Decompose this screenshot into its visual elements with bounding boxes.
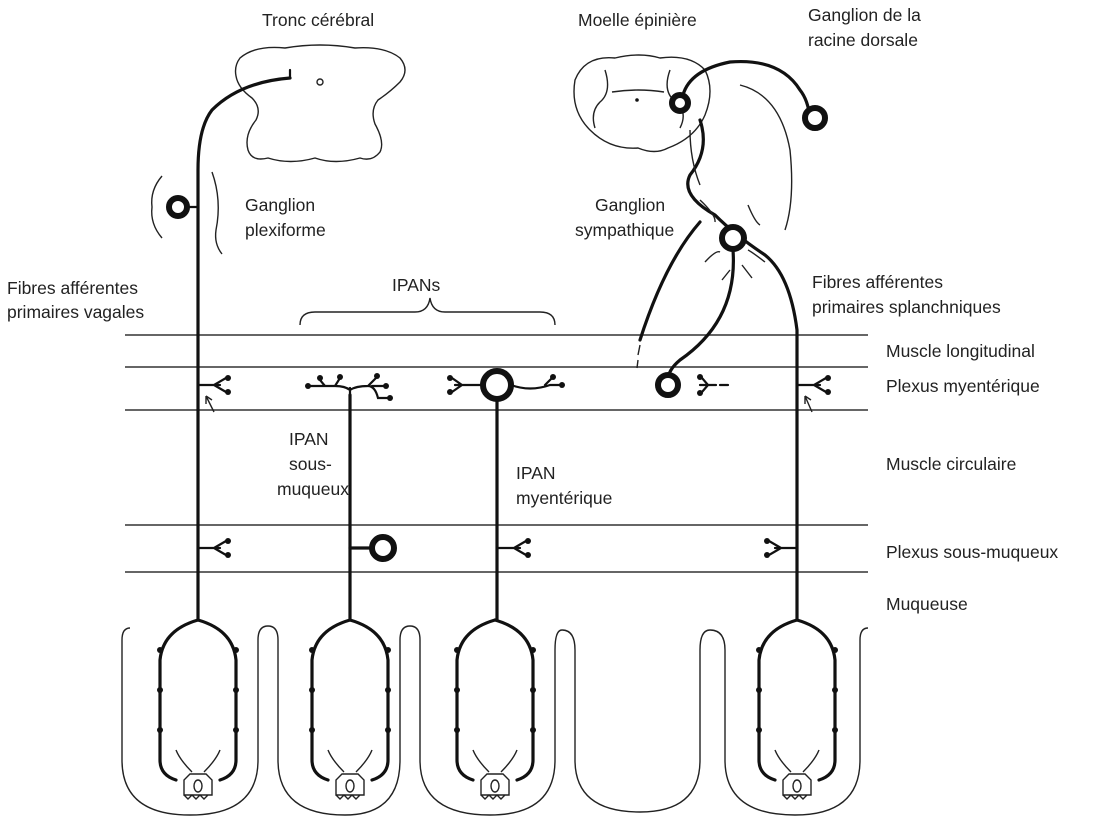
label-drg-line2: racine dorsale (808, 29, 918, 52)
terminal-splanchnic (756, 620, 838, 799)
plexiform-capsule-left (152, 176, 162, 238)
plexiform-ganglion-soma (169, 198, 187, 216)
submucosal-ipan-soma (372, 537, 394, 559)
terminal-myenteric-ipan (454, 620, 536, 799)
label-splanchnic-line1: Fibres afférentes (812, 271, 943, 294)
ipans-brace (300, 298, 555, 325)
label-brainstem: Tronc cérébral (262, 9, 374, 32)
knob (225, 389, 231, 395)
knob (225, 538, 231, 544)
knob (225, 552, 231, 558)
mucosal-terminals (157, 620, 838, 799)
label-myenteric-ipan-line1: IPAN (516, 462, 556, 485)
vagal-submucosal-ending (198, 541, 226, 555)
dorsal-root-sheath (740, 85, 792, 230)
label-submucosal-ipan-line1: IPAN (289, 428, 329, 451)
label-plexiform-line2: plexiforme (245, 219, 326, 242)
central-canal (635, 98, 639, 102)
dorsal-root-ganglion-soma (805, 108, 825, 128)
brainstem-canal (317, 79, 323, 85)
knob (225, 375, 231, 381)
label-sympathetic-line1: Ganglion (595, 194, 665, 217)
fiber-dashes (637, 345, 640, 368)
vagal-fiber (198, 78, 290, 620)
splanchnic-pathway (637, 62, 831, 620)
plexiform-capsule-right (212, 172, 222, 254)
myenteric-ipan-soma (483, 371, 511, 399)
vagal-myenteric-ending (198, 378, 226, 392)
label-plexiform-line1: Ganglion (245, 194, 315, 217)
label-circular-muscle: Muscle circulaire (886, 453, 1016, 476)
label-submucosal-ipan-line3: muqueux (277, 478, 349, 501)
label-mucosa: Muqueuse (886, 593, 968, 616)
myenteric-sympathetic-soma (658, 375, 678, 395)
label-longitudinal-muscle: Muscle longitudinal (886, 340, 1035, 363)
label-myenteric-plexus: Plexus myentérique (886, 375, 1040, 398)
label-spinal-cord: Moelle épinière (578, 9, 697, 32)
label-myenteric-ipan-line2: myentérique (516, 487, 612, 510)
label-ipans: IPANs (392, 274, 440, 297)
label-splanchnic-line2: primaires splanchniques (812, 296, 1001, 319)
terminal-vagal (157, 620, 239, 799)
label-vagal-line2: primaires vagales (7, 301, 144, 324)
label-drg-line1: Ganglion de la (808, 4, 921, 27)
sympathetic-ganglion-soma (722, 227, 744, 249)
terminal-submucosal-ipan (309, 620, 391, 799)
label-submucosal-plexus: Plexus sous-muqueux (886, 541, 1058, 564)
label-sympathetic-line2: sympathique (575, 219, 674, 242)
label-vagal-line1: Fibres afférentes (7, 277, 138, 300)
spinal-dorsal-horn-neuron (672, 95, 688, 111)
label-submucosal-ipan-line2: sous- (289, 453, 332, 476)
brainstem-outline (236, 45, 406, 162)
